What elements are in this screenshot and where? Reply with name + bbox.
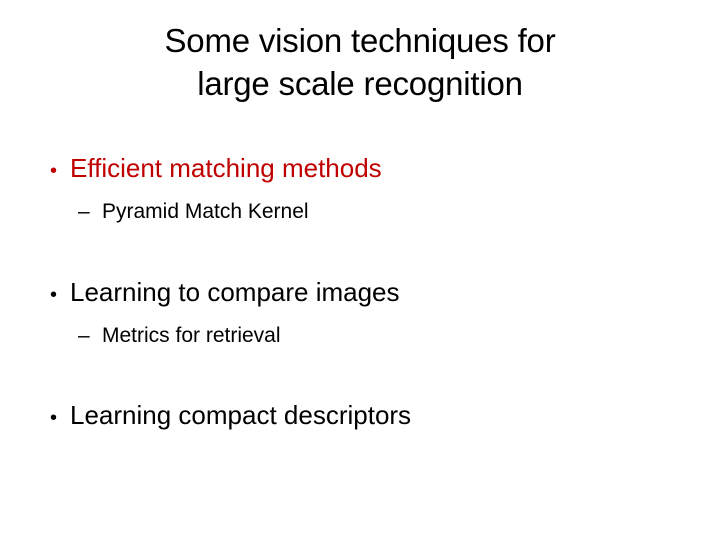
bullet-dot-icon: • bbox=[50, 283, 58, 306]
slide-title-line-1: Some vision techniques for bbox=[164, 22, 556, 59]
sub-bullet-item-pyramid-match-kernel: – Pyramid Match Kernel bbox=[44, 198, 684, 225]
sub-bullet-text: Metrics for retrieval bbox=[102, 323, 281, 347]
bullet-dot-icon: • bbox=[50, 407, 58, 430]
bullet-dot-icon: • bbox=[50, 160, 58, 182]
dash-icon: – bbox=[78, 200, 90, 224]
slide-title: Some vision techniques for large scale r… bbox=[60, 20, 660, 106]
bullet-item-efficient-matching-methods: • Efficient matching methods bbox=[44, 152, 684, 185]
sub-bullet-text: Pyramid Match Kernel bbox=[102, 200, 309, 224]
slide-body: • Efficient matching methods – Pyramid M… bbox=[44, 152, 684, 432]
bullet-group: • Efficient matching methods – Pyramid M… bbox=[44, 152, 684, 226]
bullet-item-learning-to-compare-images: • Learning to compare images bbox=[44, 276, 684, 309]
bullet-group: • Learning compact descriptors bbox=[44, 399, 684, 432]
slide-title-line-2: large scale recognition bbox=[197, 64, 523, 102]
sub-bullet-item-metrics-for-retrieval: – Metrics for retrieval bbox=[44, 322, 684, 349]
dash-icon: – bbox=[78, 323, 90, 347]
bullet-group: • Learning to compare images – Metrics f… bbox=[44, 276, 684, 350]
bullet-text: Learning compact descriptors bbox=[70, 400, 412, 431]
bullet-text: Learning to compare images bbox=[70, 276, 400, 307]
bullet-item-learning-compact-descriptors: • Learning compact descriptors bbox=[44, 399, 684, 432]
bullet-text: Efficient matching methods bbox=[70, 153, 382, 183]
